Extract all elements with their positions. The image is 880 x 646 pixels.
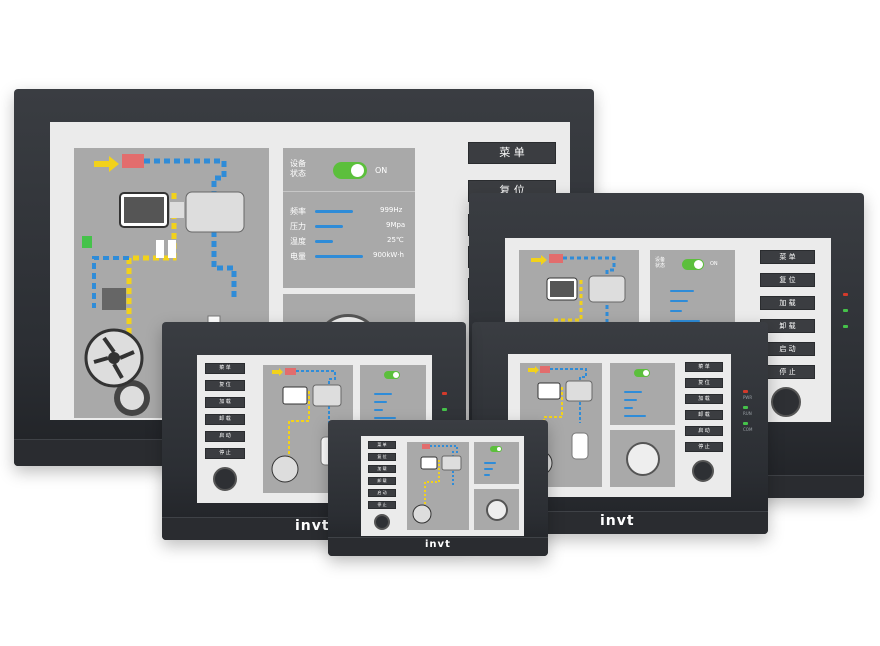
status-panel [474,442,519,484]
toggle-label: 设备 状态 [290,159,306,178]
start-button[interactable]: 启 动 [760,342,815,356]
reading-label: 频率 [290,207,306,216]
menu-button[interactable]: 菜 单 [760,250,815,264]
com-label: COM [743,427,753,432]
clock-icon [692,460,714,482]
menu-button[interactable]: 菜 单 [368,441,396,449]
com-led [843,325,848,328]
toggle-knob [643,370,649,376]
unload-button[interactable]: 卸 载 [760,319,815,333]
clock-icon [374,514,390,530]
energy-bar [670,320,700,322]
frequency-bar [624,391,642,393]
com-led [743,422,748,425]
status-toggle[interactable] [333,162,367,179]
energy-bar [624,415,646,417]
clock-icon [213,467,237,491]
toggle-knob [694,260,703,269]
divider [283,191,415,192]
status-toggle[interactable] [682,259,704,270]
status-panel [360,365,426,429]
hmi-panel-small: invt 菜 单 复 位 加 载 卸 载 启 动 停 止 [328,420,548,556]
toggle-state: ON [375,166,388,175]
status-toggle[interactable] [634,369,650,377]
load-button[interactable]: 加 载 [685,394,723,404]
start-button[interactable]: 启 动 [685,426,723,436]
frequency-bar [484,462,496,464]
panel-bottom-bezel [328,537,548,556]
process-diagram [407,442,469,530]
reading-value: 999Hz [380,206,403,214]
run-led [743,406,748,409]
reading-label: 电量 [290,252,306,261]
energy-bar [374,417,396,419]
stop-button[interactable]: 停 止 [685,442,723,452]
pwr-led [442,392,447,395]
invt-logo: invt [600,513,635,529]
pressure-bar [374,401,387,403]
temperature-bar [374,409,383,411]
menu-button[interactable]: 菜 单 [685,362,723,372]
load-button[interactable]: 加 载 [205,397,245,408]
temperature-bar [670,310,682,312]
status-toggle[interactable] [490,446,502,452]
pwr-led [743,390,748,393]
run-led [843,309,848,312]
stop-button[interactable]: 停 止 [368,501,396,509]
invt-logo: invt [295,518,330,534]
reading-label: 压力 [290,222,306,231]
invt-logo: invt [425,539,451,550]
energy-bar [315,255,363,258]
reading-value: 900kW·h [373,251,404,259]
toggle-state: ON [710,261,718,267]
temperature-bar [315,240,333,243]
run-label: RUN [743,411,752,416]
process-diagram-graphic [82,154,245,416]
reading-value: 9Mpa [386,221,406,229]
menu-button[interactable]: 菜 单 [205,363,245,374]
pwr-label: PWR [743,395,753,400]
pressure-bar [315,225,343,228]
pressure-bar [670,300,688,302]
temperature-bar [624,407,633,409]
reset-button[interactable]: 复 位 [368,453,396,461]
gauge-dial [626,442,660,476]
stop-button[interactable]: 停 止 [760,365,815,379]
pressure-bar [624,399,637,401]
reading-value: 25℃ [387,236,404,244]
run-led [442,408,447,411]
unload-button[interactable]: 卸 载 [685,410,723,420]
reset-button[interactable]: 复 位 [205,380,245,391]
menu-button[interactable]: 菜 单 [468,142,556,164]
stop-button[interactable]: 停 止 [205,448,245,459]
status-panel: 设备 状态 ON 频率 999Hz 压力 9Mpa 温度 25℃ 电量 900k… [283,148,415,288]
status-panel [610,363,675,425]
start-button[interactable]: 启 动 [368,489,396,497]
load-button[interactable]: 加 载 [760,296,815,310]
pwr-led [843,293,848,296]
unload-button[interactable]: 卸 载 [368,477,396,485]
status-toggle[interactable] [384,371,400,379]
gauge-panel [474,489,519,530]
reading-label: 温度 [290,237,306,246]
frequency-bar [670,290,694,292]
load-button[interactable]: 加 载 [368,465,396,473]
toggle-label: 设备 状态 [655,257,666,269]
toggle-knob [393,372,399,378]
hmi-screen-small[interactable]: 菜 单 复 位 加 载 卸 载 启 动 停 止 [361,436,524,536]
unload-button[interactable]: 卸 载 [205,414,245,425]
reset-button[interactable]: 复 位 [685,378,723,388]
gauge-dial [486,499,508,521]
pressure-bar [484,468,493,470]
frequency-bar [315,210,353,213]
gauge-panel [610,430,675,487]
temperature-bar [484,474,490,476]
reset-button[interactable]: 复 位 [760,273,815,287]
toggle-knob [497,447,501,451]
arrow-icon [94,156,119,172]
clock-icon [771,387,801,417]
toggle-knob [351,164,364,177]
start-button[interactable]: 启 动 [205,431,245,442]
frequency-bar [374,393,392,395]
